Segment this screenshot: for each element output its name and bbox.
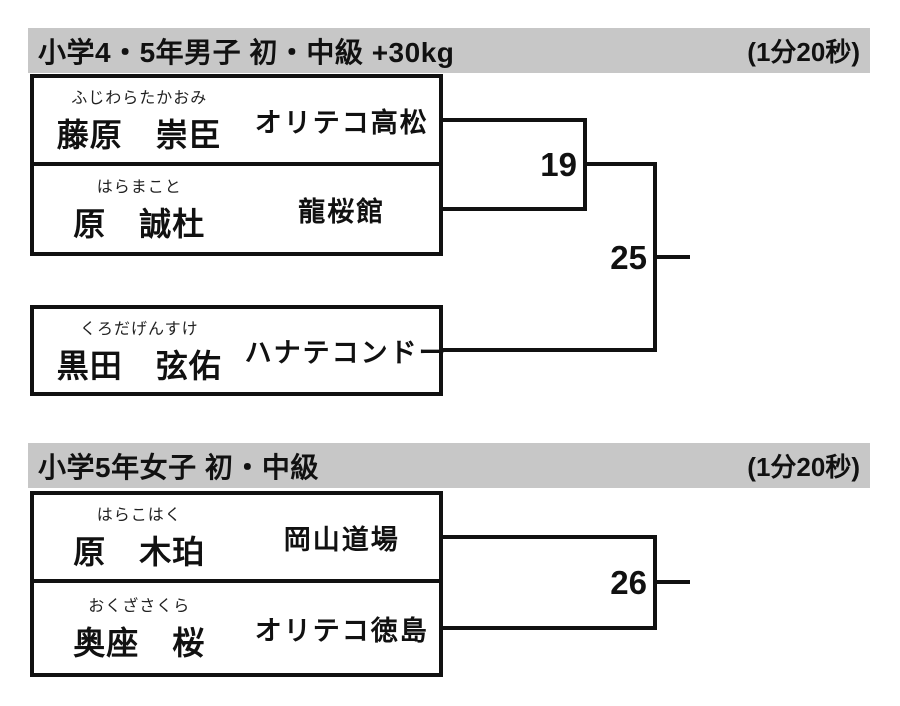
player-furigana: はらこはく xyxy=(96,507,182,524)
player-name: 藤原 崇臣 xyxy=(56,117,222,153)
player-club: オリテコ徳島 xyxy=(254,615,429,646)
bracket-line-horizontal xyxy=(440,118,585,122)
player-furigana: おくざさくら xyxy=(88,598,191,615)
section-header: 小学4・5年男子 初・中級 +30kg (1分20秒) xyxy=(28,28,870,73)
section-title: 小学4・5年男子 初・中級 +30kg xyxy=(38,36,455,68)
section-header: 小学5年女子 初・中級 (1分20秒) xyxy=(28,443,870,488)
player-name: 原 誠杜 xyxy=(73,206,206,242)
player-identity: おくざさくら 奥座 桜 xyxy=(34,592,245,664)
player-box: はらこはく 原 木珀 岡山道場 xyxy=(30,491,443,583)
player-box: おくざさくら 奥座 桜 オリテコ徳島 xyxy=(30,579,443,677)
match-duration: (1分20秒) xyxy=(747,452,860,482)
bracket-line-horizontal xyxy=(440,626,657,630)
match-number: 25 xyxy=(610,239,647,276)
match-number: 26 xyxy=(610,564,647,601)
player-identity: くろだげんすけ 黒田 弦佑 xyxy=(34,315,245,387)
bracket-line-horizontal xyxy=(440,207,585,211)
player-box: ふじわらたかおみ 藤原 崇臣 オリテコ高松 xyxy=(30,74,443,166)
player-identity: ふじわらたかおみ 藤原 崇臣 xyxy=(34,84,245,156)
player-identity: はらこはく 原 木珀 xyxy=(34,501,245,573)
player-furigana: くろだげんすけ xyxy=(79,320,199,338)
match-duration: (1分20秒) xyxy=(747,37,860,67)
player-club: ハナテコンドー xyxy=(244,338,448,368)
winner-line xyxy=(653,580,690,584)
bracket-line-horizontal xyxy=(440,535,657,539)
bracket-line-horizontal xyxy=(583,162,657,166)
player-box: はらまこと 原 誠杜 龍桜館 xyxy=(30,162,443,256)
player-box: くろだげんすけ 黒田 弦佑 ハナテコンドー xyxy=(30,305,448,396)
player-name: 奥座 桜 xyxy=(73,625,206,661)
player-furigana: はらまこと xyxy=(96,179,182,196)
player-identity: はらまこと 原 誠杜 xyxy=(34,173,245,245)
player-name: 原 木珀 xyxy=(73,534,206,570)
player-furigana: ふじわらたかおみ xyxy=(71,90,208,107)
player-club: 龍桜館 xyxy=(298,196,386,227)
bracket-line-horizontal xyxy=(440,348,657,352)
match-number: 19 xyxy=(540,146,577,183)
section-title: 小学5年女子 初・中級 xyxy=(38,451,319,483)
player-club: 岡山道場 xyxy=(283,524,400,555)
winner-line xyxy=(653,255,690,259)
player-club: オリテコ高松 xyxy=(254,107,429,138)
player-name: 黒田 弦佑 xyxy=(56,347,222,384)
